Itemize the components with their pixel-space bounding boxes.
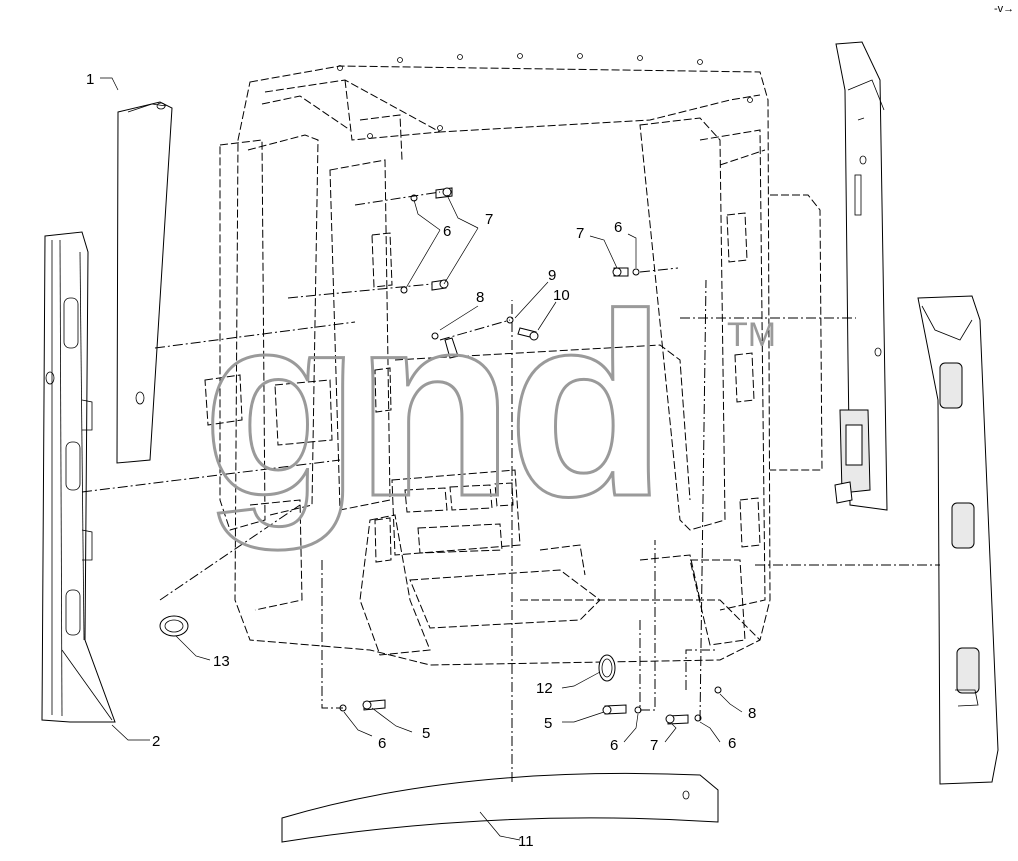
part-11-lower-trim-strip (281, 772, 719, 843)
callout-6: 6 (614, 219, 622, 236)
callout-10: 10 (553, 287, 570, 304)
cab-frame (204, 53, 823, 666)
part-2-door-pillar-trim (41, 231, 116, 723)
right-door-pillar-trim (917, 295, 999, 785)
callout-7: 7 (576, 225, 584, 242)
callouts: 1 2 6 7 7 6 8 9 10 13 12 6 5 5 6 7 6 8 1… (86, 3, 1014, 850)
callout-6: 6 (443, 223, 451, 240)
callout-6: 6 (610, 737, 618, 754)
watermark-trademark: TM (727, 316, 776, 354)
callout-1: 1 (86, 71, 94, 88)
part-13-grommet (159, 615, 189, 637)
callout-6: 6 (728, 735, 736, 752)
callout-6: 6 (378, 735, 386, 752)
watermark: gnd TM (201, 260, 777, 554)
callout-7: 7 (650, 737, 658, 754)
callout-8: 8 (476, 289, 484, 306)
corner-mark: -v→ (994, 3, 1014, 15)
assembly-lines (81, 191, 940, 782)
part-12-grommet (598, 654, 616, 682)
callout-11: 11 (518, 833, 534, 850)
callout-9: 9 (548, 267, 556, 284)
fasteners (339, 187, 722, 725)
callout-8: 8 (748, 705, 756, 722)
callout-5: 5 (544, 715, 552, 732)
callout-12: 12 (536, 680, 553, 697)
watermark-logo: gnd (202, 261, 660, 552)
leader-lines (100, 77, 743, 841)
callout-13: 13 (213, 653, 230, 670)
part-1-pillar-trim (116, 101, 173, 464)
callout-2: 2 (152, 733, 160, 750)
callout-5: 5 (422, 725, 430, 742)
right-upper-pillar-trim (834, 41, 888, 511)
callout-7: 7 (485, 211, 493, 228)
